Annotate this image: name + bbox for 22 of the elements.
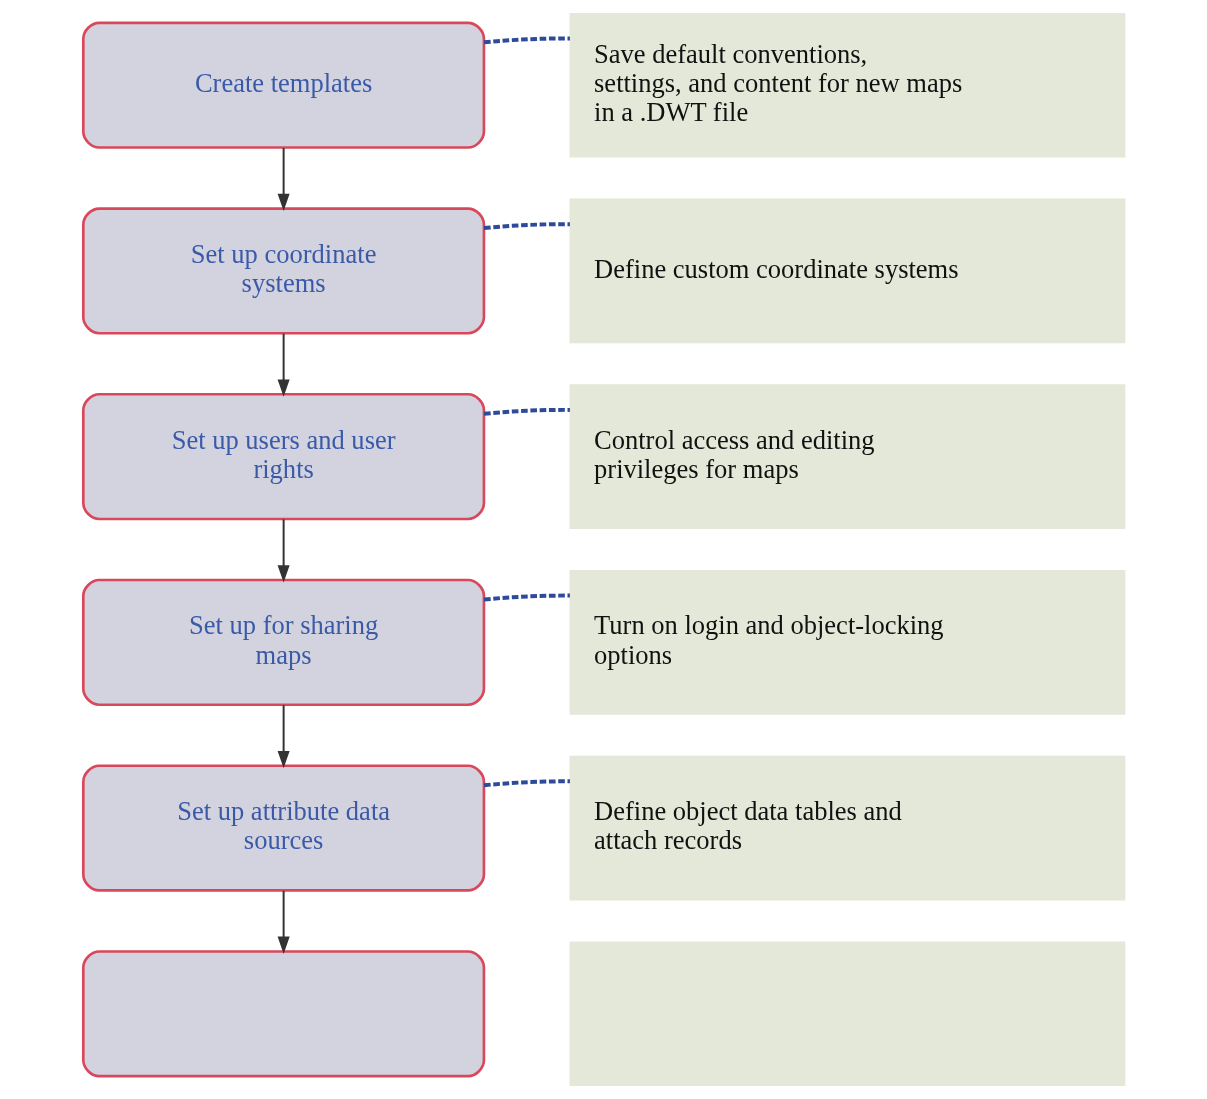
connector [483,779,570,788]
arrow [277,889,290,954]
node-box: Define custom coordinate systems [569,198,1125,344]
node-box: Control access and editing privileges for maps [569,384,1125,529]
node-box: Turn on login and object-locking options [569,570,1125,715]
arrow [277,147,290,211]
node-box: Set up attribute data sources [81,764,485,892]
connector [483,593,570,602]
node-box: Set up coordinate systems [81,207,485,335]
node-box [81,950,485,1078]
node-box: Define object data tables and attach records [569,755,1125,901]
node-box: Create templates [81,21,485,149]
node-box [569,941,1125,1087]
connector [483,36,570,45]
node-box: Set up users and user rights [81,392,485,521]
arrow [277,518,290,583]
node-box: Save default conventions, settings, and content for new maps in a .DWT file [569,12,1125,158]
arrow [277,332,290,397]
connector [483,407,570,416]
arrow [277,704,290,769]
node-box: Set up for sharing maps [81,578,485,707]
connector [483,222,570,231]
